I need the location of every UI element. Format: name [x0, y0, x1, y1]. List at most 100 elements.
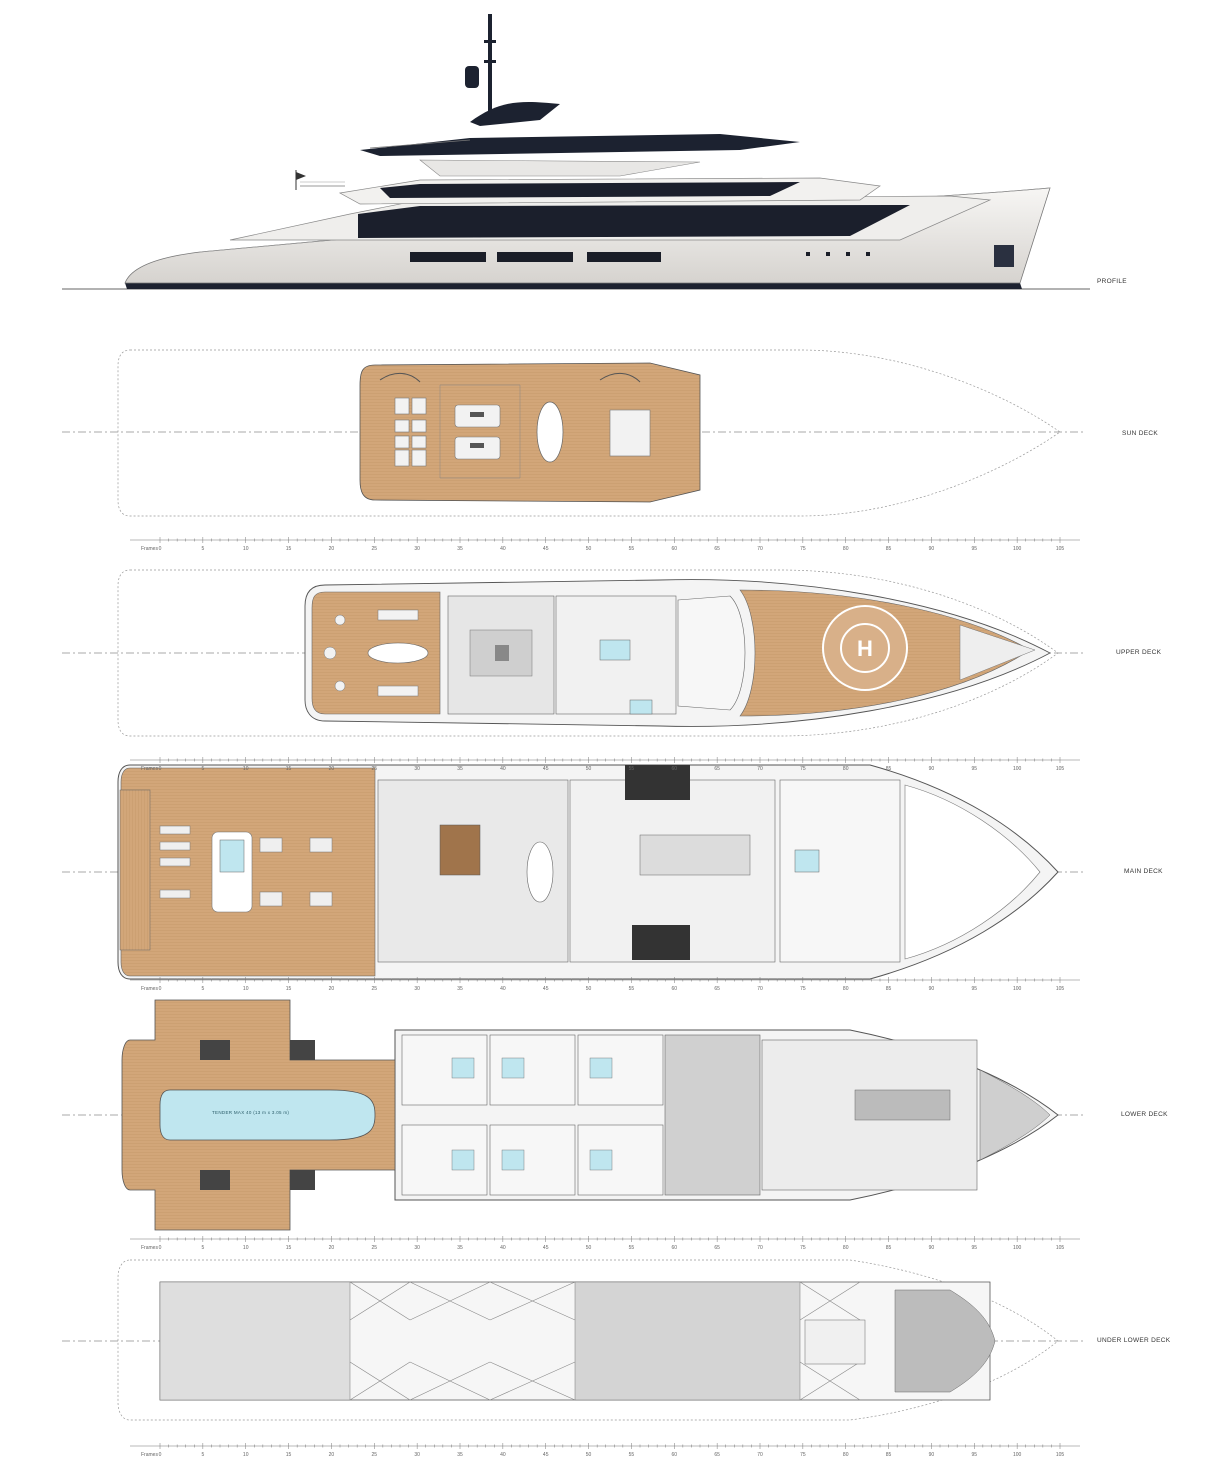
frame-tick-label: 95 — [972, 546, 978, 552]
frame-tick-label: 15 — [286, 766, 292, 772]
frames-label-upper: Frames — [141, 766, 158, 772]
frame-tick-label: 15 — [286, 1452, 292, 1458]
frame-tick-label: 10 — [243, 1452, 249, 1458]
frame-tick-label: 70 — [757, 986, 763, 992]
frame-tick-label: 70 — [757, 766, 763, 772]
frame-tick-label: 85 — [886, 766, 892, 772]
frame-tick-label: 50 — [586, 766, 592, 772]
frame-tick-label: 15 — [286, 1245, 292, 1251]
frame-tick-label: 0 — [159, 1452, 162, 1458]
frame-tick-label: 105 — [1056, 766, 1065, 772]
frame-tick-label: 105 — [1056, 1245, 1065, 1251]
frame-tick-label: 50 — [586, 986, 592, 992]
frame-tick-label: 70 — [757, 546, 763, 552]
frame-tick-label: 0 — [159, 1245, 162, 1251]
frame-tick-label: 80 — [843, 1452, 849, 1458]
frame-tick-label: 15 — [286, 986, 292, 992]
frame-tick-label: 20 — [329, 1452, 335, 1458]
frame-tick-label: 60 — [672, 1452, 678, 1458]
frame-tick-label: 65 — [714, 546, 720, 552]
frame-tick-label: 55 — [629, 546, 635, 552]
frame-tick-label: 35 — [457, 766, 463, 772]
frame-tick-label: 35 — [457, 986, 463, 992]
frame-tick-label: 35 — [457, 1452, 463, 1458]
frame-tick-label: 75 — [800, 986, 806, 992]
frame-tick-label: 85 — [886, 1452, 892, 1458]
profile-label: PROFILE — [1097, 278, 1127, 285]
frame-tick-label: 100 — [1013, 986, 1022, 992]
frame-tick-label: 95 — [972, 986, 978, 992]
frame-tick-label: 45 — [543, 766, 549, 772]
frame-tick-label: 85 — [886, 546, 892, 552]
frame-tick-label: 85 — [886, 1245, 892, 1251]
frame-tick-label: 5 — [201, 546, 204, 552]
frame-tick-label: 65 — [714, 766, 720, 772]
frame-tick-label: 100 — [1013, 1245, 1022, 1251]
lower-deck-label: LOWER DECK — [1121, 1111, 1168, 1118]
frame-tick-label: 70 — [757, 1452, 763, 1458]
frame-tick-label: 75 — [800, 1452, 806, 1458]
frame-tick-label: 75 — [800, 546, 806, 552]
frame-tick-label: 0 — [159, 986, 162, 992]
frame-tick-label: 60 — [672, 986, 678, 992]
frame-tick-label: 25 — [372, 1452, 378, 1458]
svg-text:H: H — [857, 636, 873, 661]
main-deck-label: MAIN DECK — [1124, 868, 1163, 875]
frame-tick-label: 30 — [414, 766, 420, 772]
sun-deck-plan — [62, 349, 1085, 517]
sun-deck-label: SUN DECK — [1122, 430, 1158, 437]
under-lower-deck-plan — [62, 1259, 1085, 1421]
frame-tick-label: 40 — [500, 986, 506, 992]
frame-tick-label: 80 — [843, 986, 849, 992]
frame-tick-label: 25 — [372, 1245, 378, 1251]
frame-tick-label: 80 — [843, 546, 849, 552]
frame-tick-label: 95 — [972, 766, 978, 772]
frame-tick-label: 10 — [243, 766, 249, 772]
frames-label-main: Frames — [141, 986, 158, 992]
frame-tick-label: 30 — [414, 986, 420, 992]
frame-tick-label: 55 — [629, 1245, 635, 1251]
frame-tick-label: 50 — [586, 1452, 592, 1458]
frames-label-under: Frames — [141, 1452, 158, 1458]
frame-tick-label: 70 — [757, 1245, 763, 1251]
frame-tick-label: 25 — [372, 986, 378, 992]
frame-tick-label: 50 — [586, 1245, 592, 1251]
frame-tick-label: 65 — [714, 1245, 720, 1251]
frame-tick-label: 20 — [329, 1245, 335, 1251]
frame-tick-label: 10 — [243, 986, 249, 992]
frame-tick-label: 20 — [329, 546, 335, 552]
frame-tick-label: 75 — [800, 1245, 806, 1251]
profile-view — [62, 14, 1090, 290]
frame-tick-label: 30 — [414, 1245, 420, 1251]
frame-tick-label: 90 — [929, 766, 935, 772]
frame-tick-label: 35 — [457, 546, 463, 552]
frame-tick-label: 20 — [329, 766, 335, 772]
frame-tick-label: 65 — [714, 1452, 720, 1458]
frame-tick-label: 45 — [543, 1245, 549, 1251]
frame-tick-label: 5 — [201, 1245, 204, 1251]
frame-tick-label: 75 — [800, 766, 806, 772]
frame-tick-label: 95 — [972, 1245, 978, 1251]
frame-tick-label: 35 — [457, 1245, 463, 1251]
frame-tick-label: 0 — [159, 766, 162, 772]
frame-tick-label: 10 — [243, 546, 249, 552]
frame-tick-label: 0 — [159, 546, 162, 552]
frame-tick-label: 15 — [286, 546, 292, 552]
frame-tick-label: 45 — [543, 986, 549, 992]
main-deck-plan — [62, 764, 1085, 980]
frame-tick-label: 80 — [843, 766, 849, 772]
frame-tick-label: 60 — [672, 766, 678, 772]
frame-tick-label: 85 — [886, 986, 892, 992]
frame-tick-label: 40 — [500, 766, 506, 772]
frame-tick-label: 65 — [714, 986, 720, 992]
frame-tick-label: 45 — [543, 1452, 549, 1458]
upper-deck-plan: H — [62, 569, 1085, 737]
frame-tick-label: 40 — [500, 1452, 506, 1458]
frame-tick-label: 5 — [201, 986, 204, 992]
frame-tick-label: 90 — [929, 1452, 935, 1458]
under-lower-deck-label: UNDER LOWER DECK — [1097, 1337, 1171, 1344]
frame-tick-label: 95 — [972, 1452, 978, 1458]
frame-tick-label: 45 — [543, 546, 549, 552]
frames-label-lower: Frames — [141, 1245, 158, 1251]
